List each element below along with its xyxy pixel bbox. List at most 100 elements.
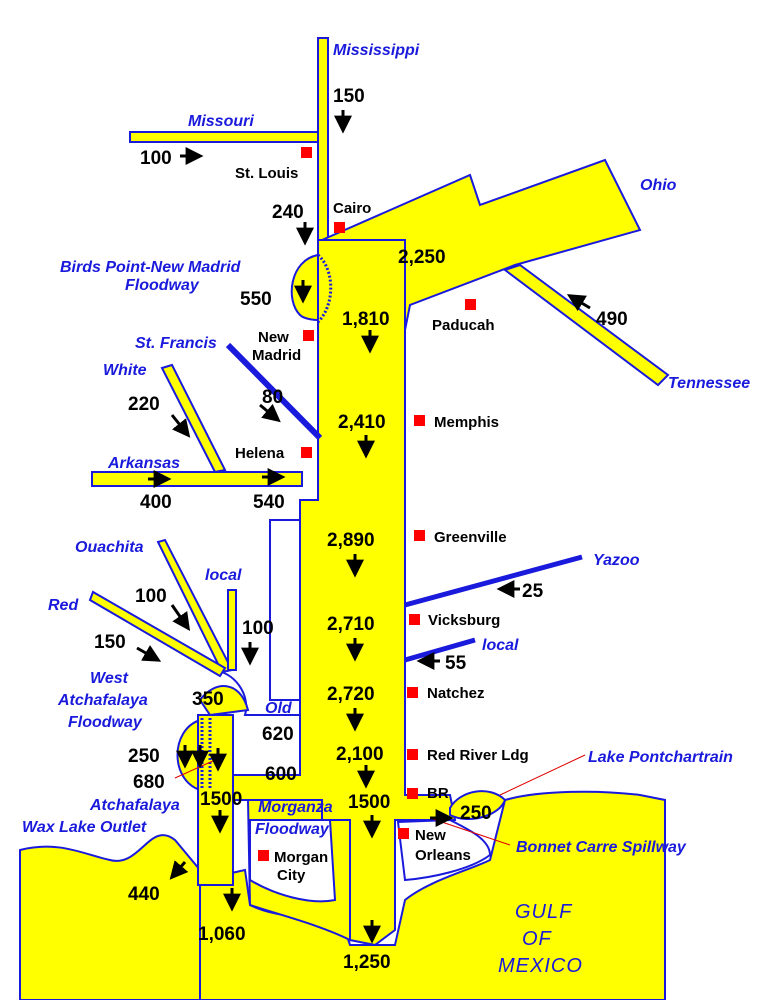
yazoo-river (404, 554, 583, 608)
city-br: BR (427, 785, 449, 802)
new-orleans-marker (398, 828, 409, 839)
flow-new-madrid: 1,810 (342, 309, 390, 330)
arkansas-river (91, 471, 303, 487)
flow-st-louis: 240 (272, 202, 304, 223)
flow-floodway: 550 (240, 289, 272, 310)
label-bonnet-carre: Bonnet Carre Spillway (516, 839, 687, 856)
city-cairo: Cairo (333, 200, 371, 217)
new-madrid-marker (303, 330, 314, 341)
birds-point-floodway (290, 253, 319, 322)
flow-mississippi: 150 (333, 86, 365, 107)
red-river (88, 590, 227, 678)
label-st-francis: St. Francis (135, 335, 217, 352)
morgan-city-marker (258, 850, 269, 861)
red-river-ldg-marker (407, 749, 418, 760)
label-yazoo: Yazoo (593, 552, 640, 569)
local-inflow-channel (227, 589, 237, 671)
vicksburg-marker (409, 614, 420, 625)
flow-missouri: 100 (140, 148, 172, 169)
label-lake-pontchartrain: Lake Pontchartrain (588, 749, 733, 766)
flow-atchafalaya: 1500 (200, 789, 242, 810)
memphis-marker (414, 415, 425, 426)
city-greenville: Greenville (434, 529, 507, 546)
label-gulf-3: MEXICO (498, 955, 583, 977)
label-tennessee: Tennessee (668, 375, 750, 392)
br-marker (407, 788, 418, 799)
city-memphis: Memphis (434, 414, 499, 431)
label-mississippi: Mississippi (333, 42, 420, 59)
morgan-city-land (249, 819, 337, 903)
flow-ohio-confluence: 2,250 (398, 247, 446, 268)
st-francis-river (225, 342, 323, 441)
new-orleans-land (396, 818, 492, 882)
flow-old-river: 620 (262, 724, 294, 745)
city-new-madrid-1: New (258, 329, 289, 346)
label-floodway-2: Floodway (125, 277, 200, 294)
flow-baton-rouge: 1500 (348, 792, 390, 813)
flow-wax-lake: 440 (128, 884, 160, 905)
atchafalaya-river (197, 714, 234, 886)
city-st-louis: St. Louis (235, 165, 298, 182)
flow-bonnet-carre: 250 (460, 803, 492, 824)
city-helena: Helena (235, 445, 285, 462)
flow-local-east: 55 (445, 653, 467, 674)
flow-greenville: 2,890 (327, 530, 375, 551)
flow-morgan-city: 1,060 (198, 924, 246, 945)
label-floodway-1: Birds Point-New Madrid (60, 259, 242, 276)
flow-old-river-head: 350 (192, 689, 224, 710)
tennessee-river (502, 263, 670, 387)
city-new-orleans-1: New (415, 827, 446, 844)
city-markers (258, 147, 476, 861)
label-gulf-2: OF (522, 928, 553, 950)
flow-helena: 540 (253, 492, 285, 513)
flow-white: 220 (128, 394, 160, 415)
label-west-atch-3: Floodway (68, 714, 143, 731)
flow-new-orleans: 1,250 (343, 952, 391, 973)
arrow-red (136, 645, 162, 662)
flow-yazoo: 25 (522, 581, 544, 602)
flow-arrows (136, 110, 591, 944)
label-white: White (103, 362, 147, 379)
flow-local-west: 100 (242, 618, 274, 639)
city-morgan-city-2: City (277, 867, 306, 884)
helena-marker (301, 447, 312, 458)
st-louis-marker (301, 147, 312, 158)
flow-red-river-ldg: 2,100 (336, 744, 384, 765)
label-morganza-1: Morganza (258, 799, 333, 816)
label-local-east: local (482, 637, 519, 654)
arrow-st-francis (259, 403, 281, 423)
label-gulf-1: GULF (515, 901, 573, 923)
label-missouri: Missouri (188, 113, 254, 130)
city-natchez: Natchez (427, 685, 485, 702)
gulf-of-mexico (19, 834, 201, 1000)
flow-st-francis: 80 (262, 387, 283, 408)
city-red-river-ldg: Red River Ldg (427, 747, 529, 764)
west-atchafalaya-floodway (176, 718, 201, 792)
paducah-marker (465, 299, 476, 310)
flow-ouachita: 100 (135, 586, 167, 607)
missouri-river (129, 131, 324, 143)
city-new-orleans-2: Orleans (415, 847, 471, 864)
label-ouachita: Ouachita (75, 539, 144, 556)
label-west-atch-2: Atchafalaya (57, 692, 148, 709)
label-wax-lake: Wax Lake Outlet (22, 819, 147, 836)
flow-atchafalaya-head: 680 (133, 772, 165, 793)
flow-arkansas: 400 (140, 492, 172, 513)
mississippi-river (317, 37, 329, 259)
label-ohio: Ohio (640, 177, 677, 194)
white-river (160, 363, 227, 474)
atchafalaya-head (198, 685, 250, 717)
label-morganza-2: Floodway (255, 821, 330, 838)
lake-pontchartrain-leader (499, 754, 586, 796)
arrow-wax-lake (169, 860, 189, 880)
natchez-marker (407, 687, 418, 698)
label-atchafalaya: Atchafalaya (89, 797, 180, 814)
label-local-west: local (205, 567, 242, 584)
label-red: Red (48, 597, 79, 614)
arrow-ouachita (170, 604, 191, 631)
flow-west-floodway: 250 (128, 746, 160, 767)
flow-tennessee: 490 (596, 309, 628, 330)
flow-morganza: 600 (265, 764, 297, 785)
